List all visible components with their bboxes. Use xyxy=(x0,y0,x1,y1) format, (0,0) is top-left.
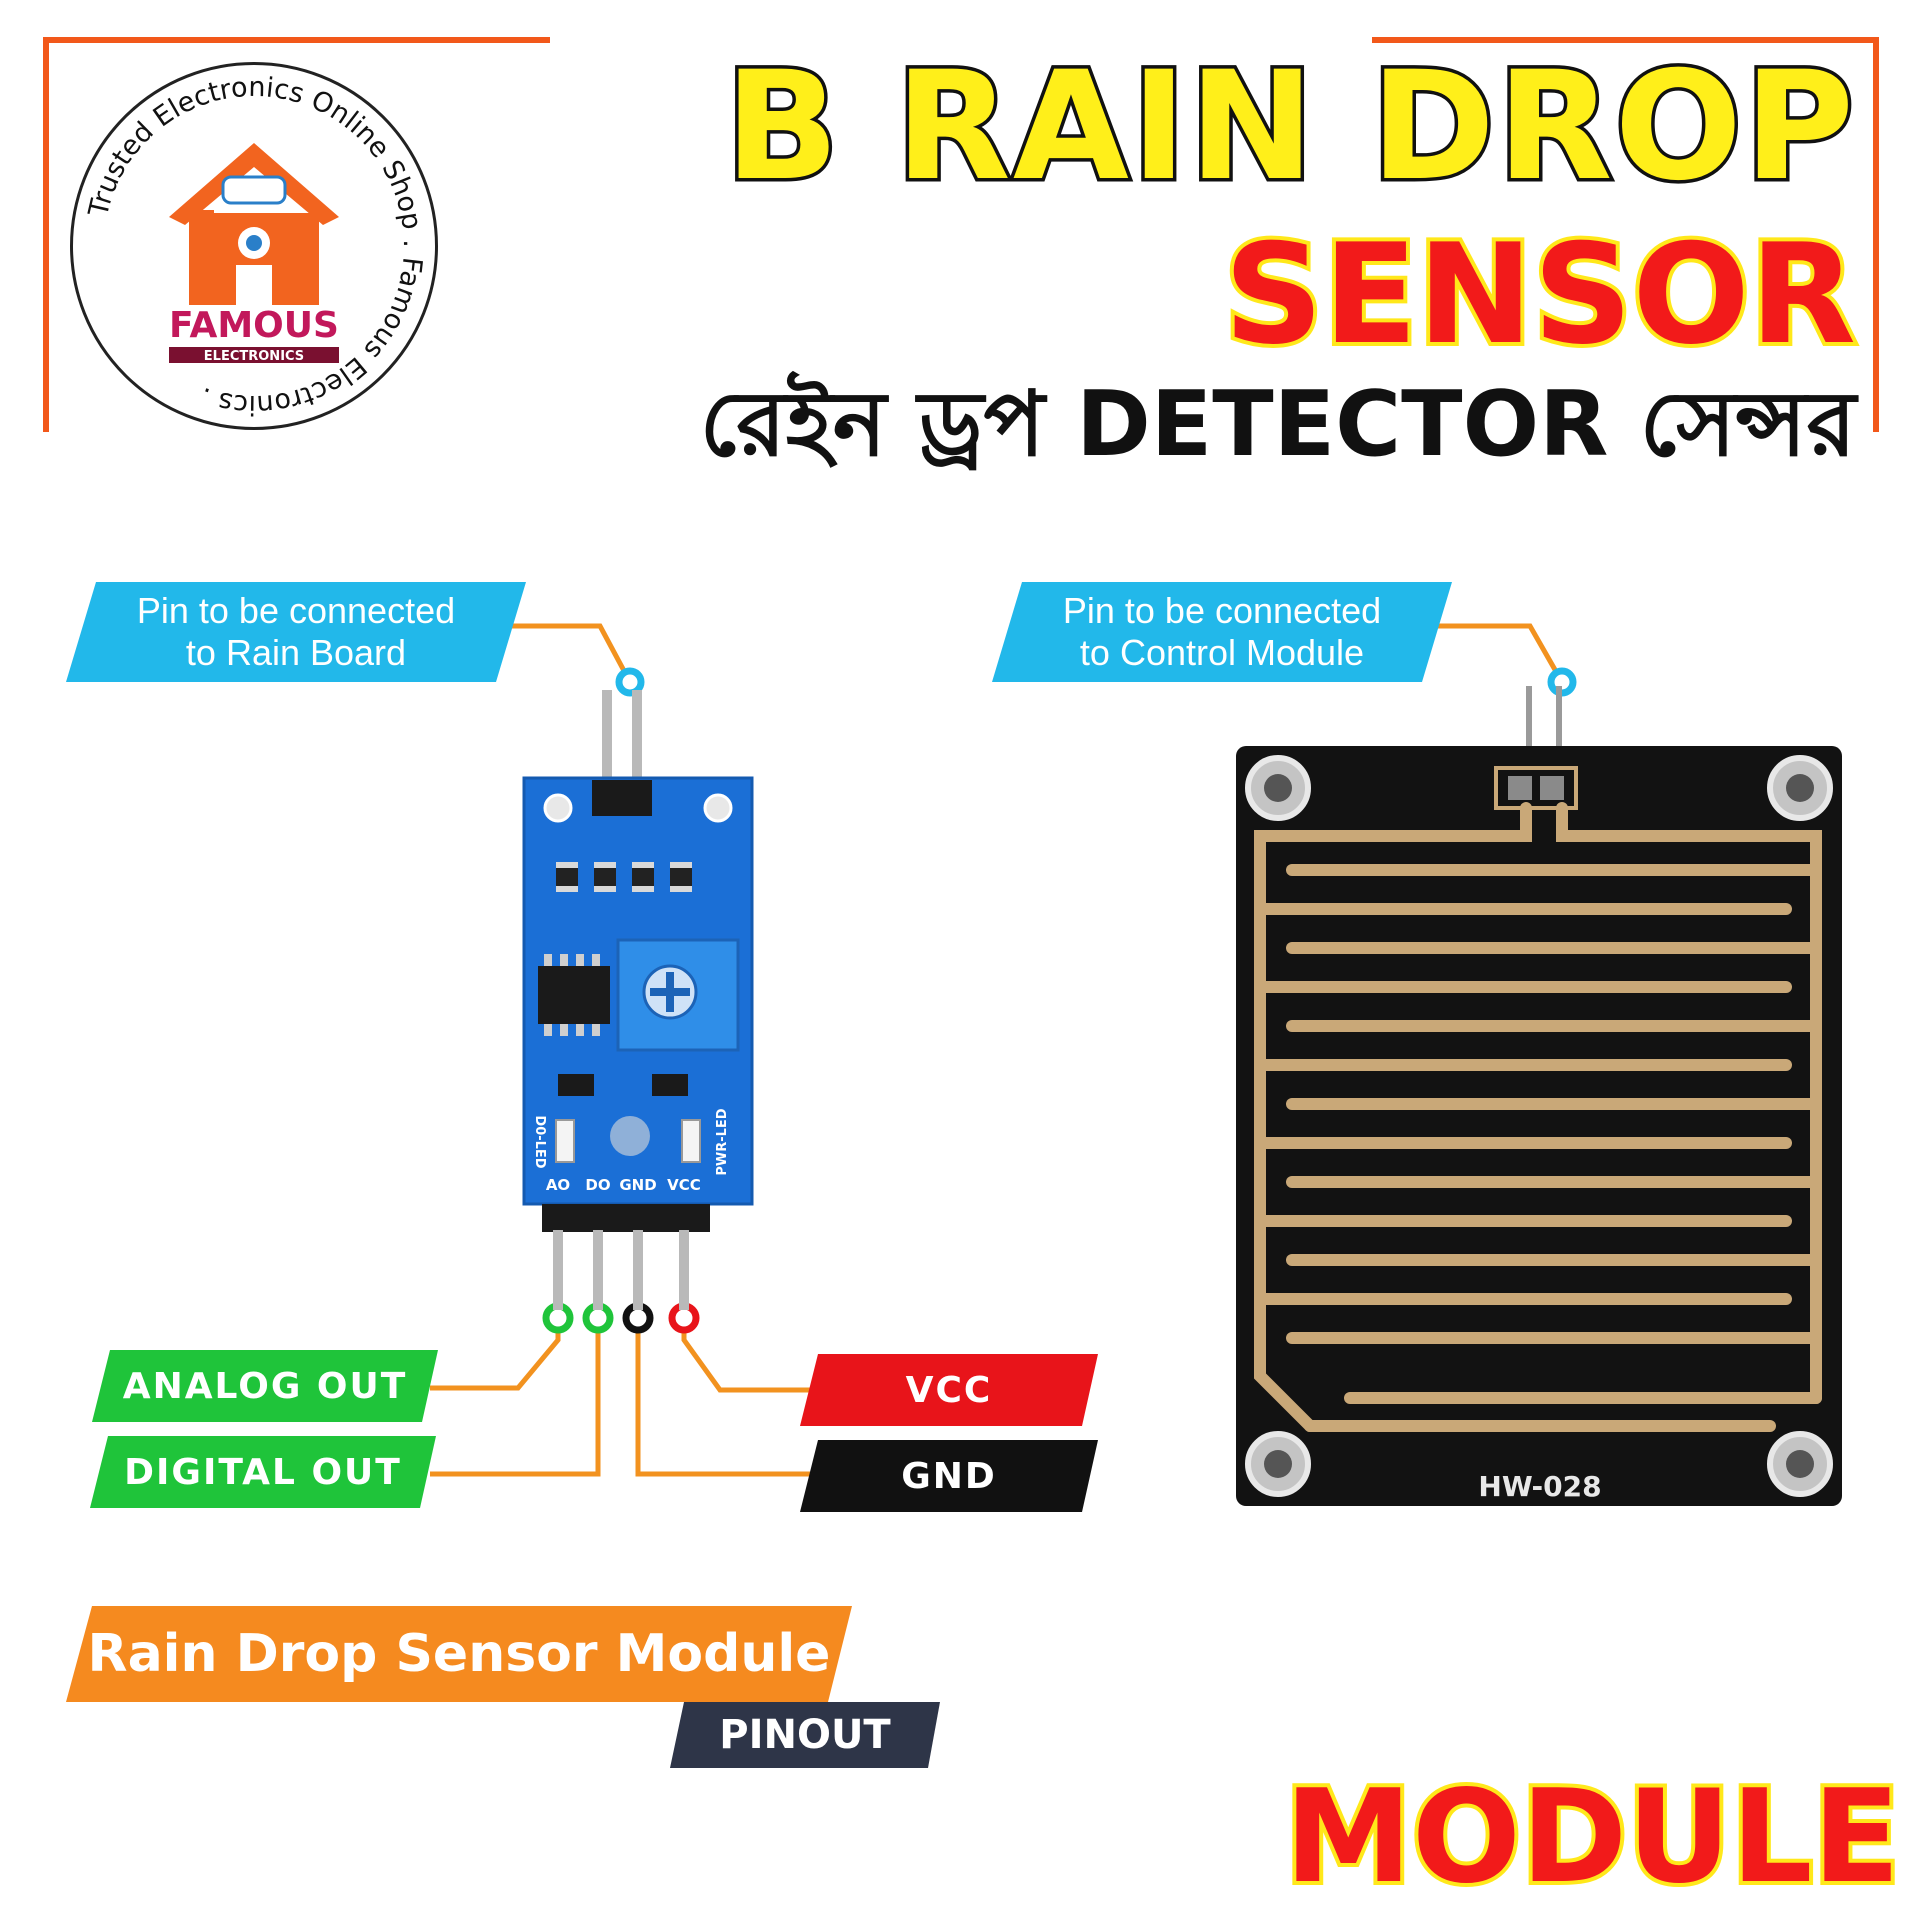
callout-rain-line2: to Rain Board xyxy=(185,632,407,673)
title-line-1: B RAIN DROP xyxy=(721,40,1857,214)
sensor-traces xyxy=(1254,802,1822,1432)
callout-rain-board: Pin to be connected to Rain Board xyxy=(66,582,526,682)
label-gnd: GND xyxy=(800,1440,1098,1512)
famous-electronics-logo: Trusted Electronics Online Shop . Famous… xyxy=(70,62,438,430)
label-rain-drop-sensor-module: Rain Drop Sensor Module xyxy=(66,1606,852,1702)
callout-ctrl-line2: to Control Module xyxy=(1079,632,1365,673)
logo-sub: ELECTRONICS xyxy=(204,349,304,364)
label-pinout: PINOUT xyxy=(670,1702,940,1768)
wire-rain-board xyxy=(510,623,633,684)
comparator-ic xyxy=(538,954,610,1036)
module-word: MODULE xyxy=(1281,1763,1904,1912)
copper-trace xyxy=(1556,802,1822,1404)
wire-analog xyxy=(430,1318,561,1391)
callout-rain-line1: Pin to be connected xyxy=(136,590,456,631)
pinout-text: PINOUT xyxy=(719,1712,891,1758)
header-label-do: DO xyxy=(585,1176,610,1194)
wire-digital xyxy=(430,1318,601,1477)
house-icon xyxy=(169,143,339,305)
rain-sensing-board: HW-028 xyxy=(1236,686,1842,1506)
header-label-vcc: VCC xyxy=(667,1176,701,1194)
label-vcc-text: VCC xyxy=(905,1369,993,1411)
pin-dot-rain-board xyxy=(615,667,645,697)
wire-control-module xyxy=(1436,623,1565,684)
label-gnd-text: GND xyxy=(901,1455,997,1497)
led-right-label: PWR-LED xyxy=(715,1108,730,1175)
sensor-model-label: HW-028 xyxy=(1478,1470,1601,1503)
logo-brand: FAMOUS xyxy=(169,305,339,346)
label-digital-out: DIGITAL OUT xyxy=(90,1436,436,1508)
rain-sensor-control-module: D0-LED PWR-LED AO DO GND VCC xyxy=(522,690,754,1310)
label-analog-text: ANALOG OUT xyxy=(122,1365,408,1407)
header-label-gnd: GND xyxy=(619,1176,656,1194)
wire-vcc xyxy=(681,1318,810,1393)
module-title-text: Rain Drop Sensor Module xyxy=(87,1624,831,1684)
title-line-3: রেইন ড্রপ DETECTOR সেন্সর xyxy=(699,372,1856,477)
wire-gnd xyxy=(635,1318,810,1477)
label-vcc: VCC xyxy=(800,1354,1098,1426)
callout-ctrl-line1: Pin to be connected xyxy=(1062,590,1382,631)
callout-control-module: Pin to be connected to Control Module xyxy=(992,582,1452,682)
label-analog-out: ANALOG OUT xyxy=(92,1350,438,1422)
led-left-label: D0-LED xyxy=(532,1115,547,1168)
title-line-2: SENSOR xyxy=(1220,214,1860,375)
label-digital-text: DIGITAL OUT xyxy=(124,1451,402,1493)
potentiometer xyxy=(616,938,740,1052)
copper-trace xyxy=(1254,802,1532,1432)
header-label-ao: AO xyxy=(546,1176,570,1194)
